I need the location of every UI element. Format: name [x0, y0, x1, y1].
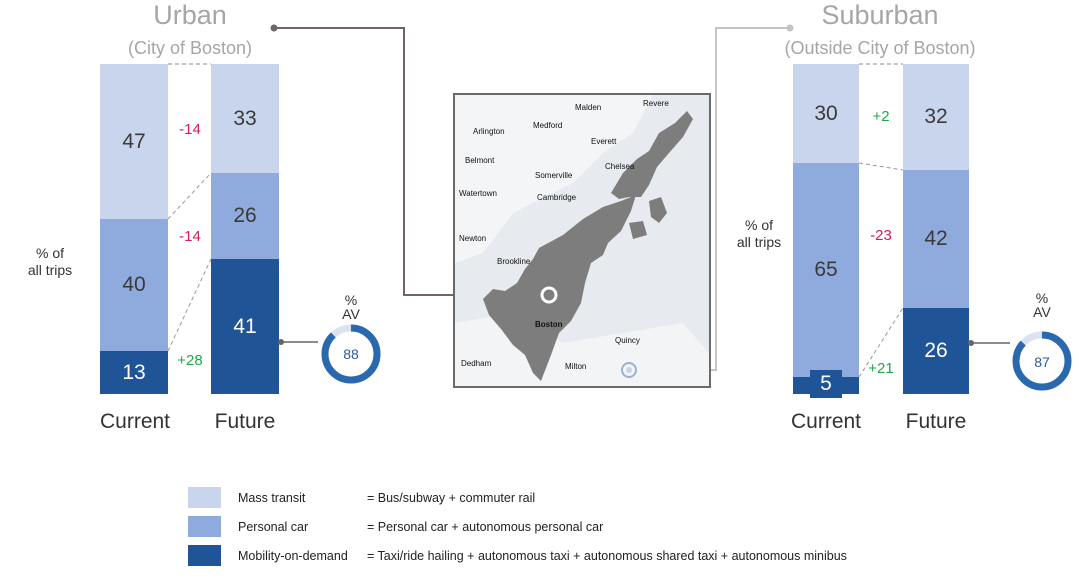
suburban-ylabel-line2: all trips: [736, 234, 782, 250]
map-label-milton: Milton: [565, 362, 586, 371]
suburban-av-label-line2: AV: [1033, 304, 1051, 320]
suburban-delta-mass: +2: [872, 108, 890, 125]
suburban-current-mass-transit-bar: 30: [793, 64, 859, 163]
map-label-malden: Malden: [575, 103, 601, 112]
map-label-quincy: Quincy: [615, 336, 640, 345]
map-label-everett: Everett: [591, 137, 617, 146]
urban-current-mass-transit-bar: 47: [100, 64, 168, 219]
urban-ylabel-line2: all trips: [27, 262, 73, 278]
suburban-current-mod-label-box: 5: [810, 370, 842, 398]
map-label-newton: Newton: [459, 234, 486, 243]
urban-av-label: % AV: [336, 293, 366, 321]
suburban-ylabel-line1: % of: [744, 217, 773, 233]
suburban-marker: [621, 362, 637, 378]
suburban-av-label-line1: %: [1035, 290, 1049, 306]
harbor-islands-shape: [629, 197, 667, 239]
legend-swatch-personal-car: [188, 516, 221, 537]
urban-ylabel: % of all trips: [20, 245, 80, 279]
suburban-current-personal-car-bar: 65: [793, 163, 859, 377]
urban-delta-car: -14: [179, 228, 201, 245]
legend-def-mass-transit: = Bus/subway + commuter rail: [367, 491, 536, 505]
urban-future-mod-bar: 41: [211, 259, 279, 394]
suburban-marker-core: [626, 367, 632, 373]
urban-current-mod-label: 13: [122, 360, 146, 384]
urban-delta-mod: +28: [177, 352, 203, 369]
map-label-medford: Medford: [533, 121, 562, 130]
urban-ylabel-line1: % of: [35, 245, 64, 261]
legend-name-mobility-on-demand: Mobility-on-demand: [238, 549, 348, 563]
map-label-belmont: Belmont: [465, 156, 495, 165]
boston-map: Malden Revere Medford Arlington Everett …: [453, 93, 711, 388]
urban-av-connector-dot: [278, 339, 284, 345]
suburban-future-mod-label: 26: [924, 339, 948, 362]
boston-shape: [483, 195, 636, 381]
map-label-arlington: Arlington: [473, 127, 505, 136]
urban-current-personal-car-bar: 40: [100, 219, 168, 351]
suburban-delta-mod: +21: [868, 360, 894, 377]
map-label-cambridge: Cambridge: [537, 193, 577, 202]
urban-dashed-mass-car: [167, 172, 212, 220]
suburban-av-label: % AV: [1027, 291, 1057, 319]
legend-def-mobility-on-demand: = Taxi/ride hailing + autonomous taxi + …: [367, 549, 847, 563]
legend-swatch-mobility-on-demand: [188, 545, 221, 566]
suburban-future-mass-label: 32: [924, 105, 948, 128]
boston-marker: [540, 286, 558, 304]
urban-av-label-line1: %: [344, 292, 358, 308]
urban-future-car-label: 26: [233, 204, 257, 227]
suburban-current-mass-label: 30: [814, 101, 838, 125]
suburban-future-mod-bar: 26: [903, 308, 969, 394]
suburban-x-current: Current: [790, 410, 862, 433]
suburban-dashed-car-mod: [858, 307, 904, 378]
urban-current-mod-bar: 13: [100, 351, 168, 394]
legend-swatch-mass-transit: [188, 487, 221, 508]
map-label-watertown: Watertown: [459, 189, 497, 198]
map-land-background: [455, 95, 653, 263]
suburban-av-connector-dot: [968, 340, 974, 346]
urban-av-donut-arc: [321, 324, 381, 384]
map-label-revere: Revere: [643, 99, 669, 108]
legend-name-mass-transit: Mass transit: [238, 491, 306, 505]
suburban-current-mod-label: 5: [820, 372, 832, 395]
urban-future-mass-transit-bar: 33: [211, 64, 279, 173]
suburban-ylabel: % of all trips: [727, 217, 791, 251]
urban-subtitle: (City of Boston): [127, 38, 253, 58]
legend-name-personal-car: Personal car: [238, 520, 309, 534]
urban-av-value: 88: [343, 346, 359, 362]
urban-title: Urban: [153, 0, 227, 30]
urban-x-future: Future: [214, 410, 276, 433]
urban-current-mass-label: 47: [122, 129, 146, 153]
map-label-somerville: Somerville: [535, 171, 573, 180]
map-label-boston: Boston: [535, 320, 563, 329]
urban-delta-mass: -14: [179, 121, 201, 138]
suburban-current-car-label: 65: [814, 258, 838, 281]
map-label-chelsea: Chelsea: [605, 162, 635, 171]
suburban-x-future: Future: [905, 410, 967, 433]
suburban-delta-car: -23: [870, 227, 892, 244]
suburban-future-car-label: 42: [924, 227, 948, 250]
suburban-title: Suburban: [821, 0, 939, 30]
legend-def-personal-car: = Personal car + autonomous personal car: [367, 520, 604, 534]
suburban-future-personal-car-bar: 42: [903, 170, 969, 308]
urban-future-mass-label: 33: [233, 106, 257, 130]
urban-av-label-line2: AV: [342, 306, 360, 322]
suburban-dashed-mass-car: [858, 162, 904, 171]
urban-dashed-car-mod: [167, 258, 212, 352]
suburban-av-donut-arc: [1012, 331, 1072, 391]
urban-current-car-label: 40: [122, 273, 146, 296]
map-label-brookline: Brookline: [497, 257, 531, 266]
urban-future-mod-label: 41: [233, 314, 257, 338]
suburban-subtitle: (Outside City of Boston): [784, 38, 976, 58]
suburban-av-value: 87: [1034, 354, 1050, 370]
urban-connector-line: [274, 27, 494, 296]
urban-future-personal-car-bar: 26: [211, 173, 279, 259]
urban-x-current: Current: [99, 410, 171, 433]
east-boston-shape: [611, 111, 693, 199]
suburban-future-mass-transit-bar: 32: [903, 64, 969, 170]
map-label-dedham: Dedham: [461, 359, 492, 368]
